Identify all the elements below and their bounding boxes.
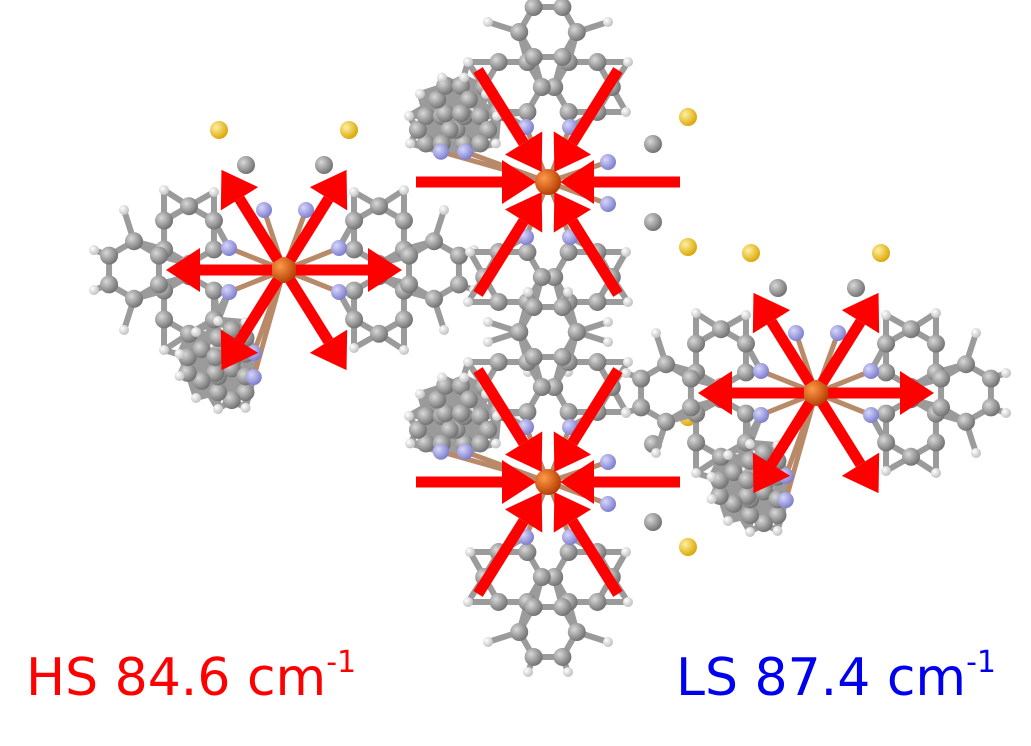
molecule-right xyxy=(621,244,1011,537)
molecule-left-arrow-5 xyxy=(285,169,348,263)
molecule-right-arrow-4 xyxy=(752,292,815,386)
molecule-left-arrow-0 xyxy=(296,248,402,292)
molecule-bottom-arrow-3 xyxy=(416,460,536,504)
molecule-top-iron-atom xyxy=(535,169,561,195)
molecule-top-arrow-0 xyxy=(560,160,680,204)
molecule-left-bonds xyxy=(91,187,477,412)
molecule-left-arrows xyxy=(166,169,402,371)
molecule-left-iron-atom xyxy=(271,257,297,283)
molecule-bottom xyxy=(404,287,697,677)
molecule-top xyxy=(404,0,697,377)
molecule-right-arrow-2 xyxy=(752,400,815,494)
ls-frequency-text: LS 87.4 cm xyxy=(676,648,967,708)
molecule-bottom-arrow-2 xyxy=(473,492,543,597)
molecule-right-arrow-3 xyxy=(698,371,804,415)
molecule-top-arrow-3 xyxy=(416,160,536,204)
molecule-right-arrows xyxy=(698,292,934,494)
hs-frequency-label: HS 84.6 cm-1 xyxy=(26,648,356,705)
molecule-left-arrow-4 xyxy=(220,169,283,263)
molecule-bottom-arrow-5 xyxy=(553,367,623,472)
molecule-top-arrows xyxy=(416,67,680,297)
molecule-right-arrow-5 xyxy=(817,292,880,386)
molecule-right-arrow-1 xyxy=(817,400,880,494)
hs-frequency-exponent: -1 xyxy=(326,645,357,680)
molecule-left-atoms xyxy=(89,121,479,414)
molecule-bottom-arrow-1 xyxy=(553,492,623,597)
ls-frequency-exponent: -1 xyxy=(966,645,996,680)
molecule-top-arrow-4 xyxy=(473,67,543,172)
molecule-bottom-arrow-4 xyxy=(473,367,543,472)
molecule-left-arrow-2 xyxy=(220,277,283,371)
molecule-left xyxy=(89,121,479,414)
molecule-left-arrow-1 xyxy=(285,277,348,371)
hs-frequency-text: HS 84.6 cm xyxy=(26,648,327,708)
molecule-right-iron-atom xyxy=(803,380,829,406)
molecule-top-arrow-1 xyxy=(553,192,623,297)
molecule-bottom-arrow-0 xyxy=(560,460,680,504)
molecule-bottom-arrows xyxy=(416,367,680,597)
ls-frequency-label: LS 87.4 cm-1 xyxy=(676,648,996,705)
molecule-top-arrow-5 xyxy=(553,67,623,172)
molecule-right-arrow-0 xyxy=(828,371,934,415)
molecule-bottom-iron-atom xyxy=(535,469,561,495)
molecule-top-arrow-2 xyxy=(473,192,543,297)
molecule-left-arrow-3 xyxy=(166,248,272,292)
